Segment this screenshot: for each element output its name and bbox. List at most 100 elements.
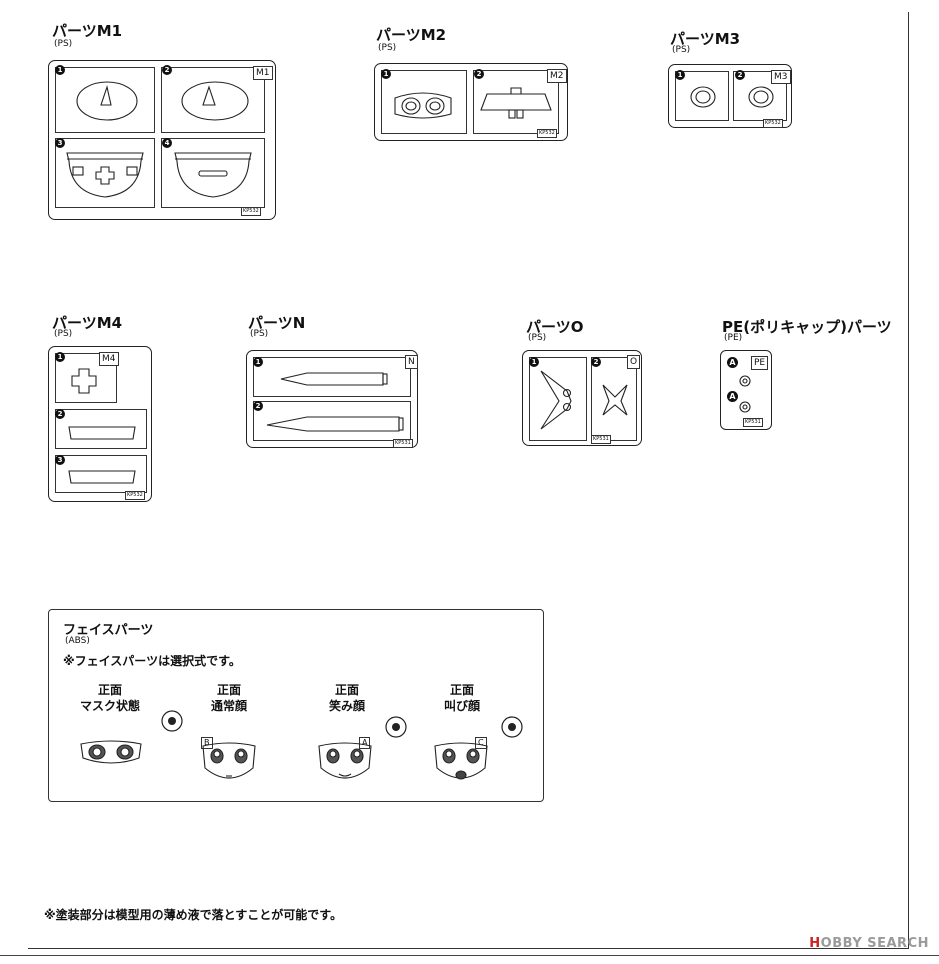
runner-m2-code: KP532 — [537, 129, 557, 138]
m3-part-number: 2 — [735, 70, 745, 80]
page-bottom-edge — [0, 955, 939, 964]
face-option-normal-label: 正面 通常顔 — [194, 682, 264, 714]
face-shout-drawing — [434, 742, 488, 780]
runner-m4: 1 2 3 M4 KP532 — [48, 346, 152, 502]
runner-m4-code: KP532 — [125, 491, 145, 500]
runner-m1: 1 2 3 4 M1 KP532 — [48, 60, 276, 220]
m1-part-cell — [161, 138, 265, 208]
m2-part-cell — [473, 70, 559, 134]
runner-o-tag: O — [627, 355, 641, 369]
parts-m1-title: パーツM1 — [52, 22, 123, 40]
socket-icon — [501, 716, 523, 738]
runner-n-tag: N — [405, 355, 418, 369]
m4-part-number: 3 — [55, 455, 65, 465]
n-part-number: 2 — [253, 401, 263, 411]
pe-parts-drawing — [739, 375, 751, 413]
face-option-label-line: 叫び顔 — [443, 699, 480, 713]
runner-m2: 1 2 M2 KP532 — [374, 63, 568, 141]
runner-m3-tag: M3 — [771, 70, 791, 84]
runner-o-code: KP531 — [591, 435, 611, 444]
parts-m4-title: パーツM4 — [52, 314, 123, 332]
face-option-c-letter: C — [475, 737, 487, 749]
n-part-cell — [253, 357, 411, 397]
parts-m4-material: (PS) — [54, 329, 73, 339]
m4-part-cell — [55, 353, 117, 403]
face-mask-drawing — [80, 740, 142, 764]
page-frame — [28, 12, 909, 949]
parts-m3-material: (PS) — [672, 45, 691, 55]
face-parts-material: (ABS) — [65, 636, 90, 646]
watermark-brand-rest: OBBY SEARCH — [820, 936, 929, 951]
m2-part-cell — [381, 70, 467, 134]
face-option-mask-label: 正面 マスク状態 — [75, 682, 145, 714]
footer-paint-removal-note: ※塗装部分は模型用の薄め液で落とすことが可能です。 — [44, 908, 343, 922]
face-normal-drawing — [202, 742, 256, 779]
m4-part-cell — [55, 455, 147, 493]
runner-m1-code: KP532 — [241, 207, 261, 216]
n-part-cell — [253, 401, 411, 441]
face-parts-panel: フェイスパーツ (ABS) ※フェイスパーツは選択式です。 正面 マスク状態 正… — [48, 609, 544, 802]
parts-o-title: パーツO — [526, 318, 584, 336]
runner-n: 1 2 N KP531 — [246, 350, 418, 448]
m1-parts-drawing — [66, 81, 252, 198]
m1-part-number: 4 — [162, 138, 172, 148]
parts-m2-material: (PS) — [378, 43, 397, 53]
runner-m2-tag: M2 — [547, 69, 567, 83]
parts-pe-material: (PE) — [724, 333, 743, 343]
m1-part-number: 2 — [162, 65, 172, 75]
face-option-label-line: 通常顔 — [210, 699, 247, 713]
m1-part-number: 3 — [55, 138, 65, 148]
parts-n-material: (PS) — [250, 329, 269, 339]
runner-pe-tag: PE — [751, 356, 769, 370]
parts-m3-title: パーツM3 — [670, 30, 741, 48]
face-smile-drawing — [318, 742, 372, 779]
m3-part-number: 1 — [675, 70, 685, 80]
m1-part-cell — [55, 67, 155, 133]
n-parts-drawing — [266, 372, 404, 432]
m3-part-cell — [733, 71, 787, 121]
face-option-b-letter: B — [201, 737, 213, 749]
socket-icon — [161, 710, 183, 732]
m4-part-number: 1 — [55, 352, 65, 362]
face-option-label-line: 笑み顔 — [328, 699, 365, 713]
m2-part-number: 1 — [381, 69, 391, 79]
face-option-label-line: マスク状態 — [79, 699, 140, 713]
o-parts-drawing — [540, 370, 628, 430]
m2-part-number: 2 — [474, 69, 484, 79]
o-part-cell — [591, 357, 637, 441]
runner-m3-code: KP532 — [763, 119, 783, 128]
face-option-label-line: 正面 — [216, 683, 241, 697]
o-part-number: 2 — [591, 357, 601, 367]
runner-pe-code: KP531 — [743, 418, 763, 427]
runner-pe: A A PE KP531 — [720, 350, 772, 430]
face-option-smile-label: 正面 笑み顔 — [312, 682, 382, 714]
face-option-a-letter: A — [359, 737, 371, 749]
runner-m1-tag: M1 — [253, 66, 273, 80]
runner-n-code: KP531 — [393, 439, 413, 448]
socket-icon — [385, 716, 407, 738]
face-option-shout-label: 正面 叫び顔 — [427, 682, 497, 714]
face-option-label-line: 正面 — [97, 683, 122, 697]
runner-m3: 1 2 M3 KP532 — [668, 64, 792, 128]
watermark-brand-initial: H — [809, 936, 821, 951]
face-parts-title: フェイスパーツ — [63, 623, 154, 638]
runner-o: 1 2 O KP531 — [522, 350, 642, 446]
o-part-cell — [529, 357, 587, 441]
o-part-number: 1 — [529, 357, 539, 367]
face-parts-selectable-note: ※フェイスパーツは選択式です。 — [63, 654, 241, 668]
face-option-label-line: 正面 — [449, 683, 474, 697]
n-part-number: 1 — [253, 357, 263, 367]
m2-parts-drawing — [394, 87, 552, 119]
runner-m4-tag: M4 — [99, 352, 119, 366]
hobby-search-watermark: HOBBY SEARCH — [809, 936, 929, 951]
parts-pe-title: PE(ポリキャップ)パーツ — [722, 318, 892, 336]
face-option-label-line: 正面 — [334, 683, 359, 697]
m1-part-number: 1 — [55, 65, 65, 75]
m3-part-cell — [675, 71, 729, 121]
parts-m2-title: パーツM2 — [376, 26, 447, 44]
parts-o-material: (PS) — [528, 333, 547, 343]
pe-part-letter: A — [727, 391, 738, 402]
m4-part-number: 2 — [55, 409, 65, 419]
parts-n-title: パーツN — [248, 314, 306, 332]
m4-part-cell — [55, 409, 147, 449]
